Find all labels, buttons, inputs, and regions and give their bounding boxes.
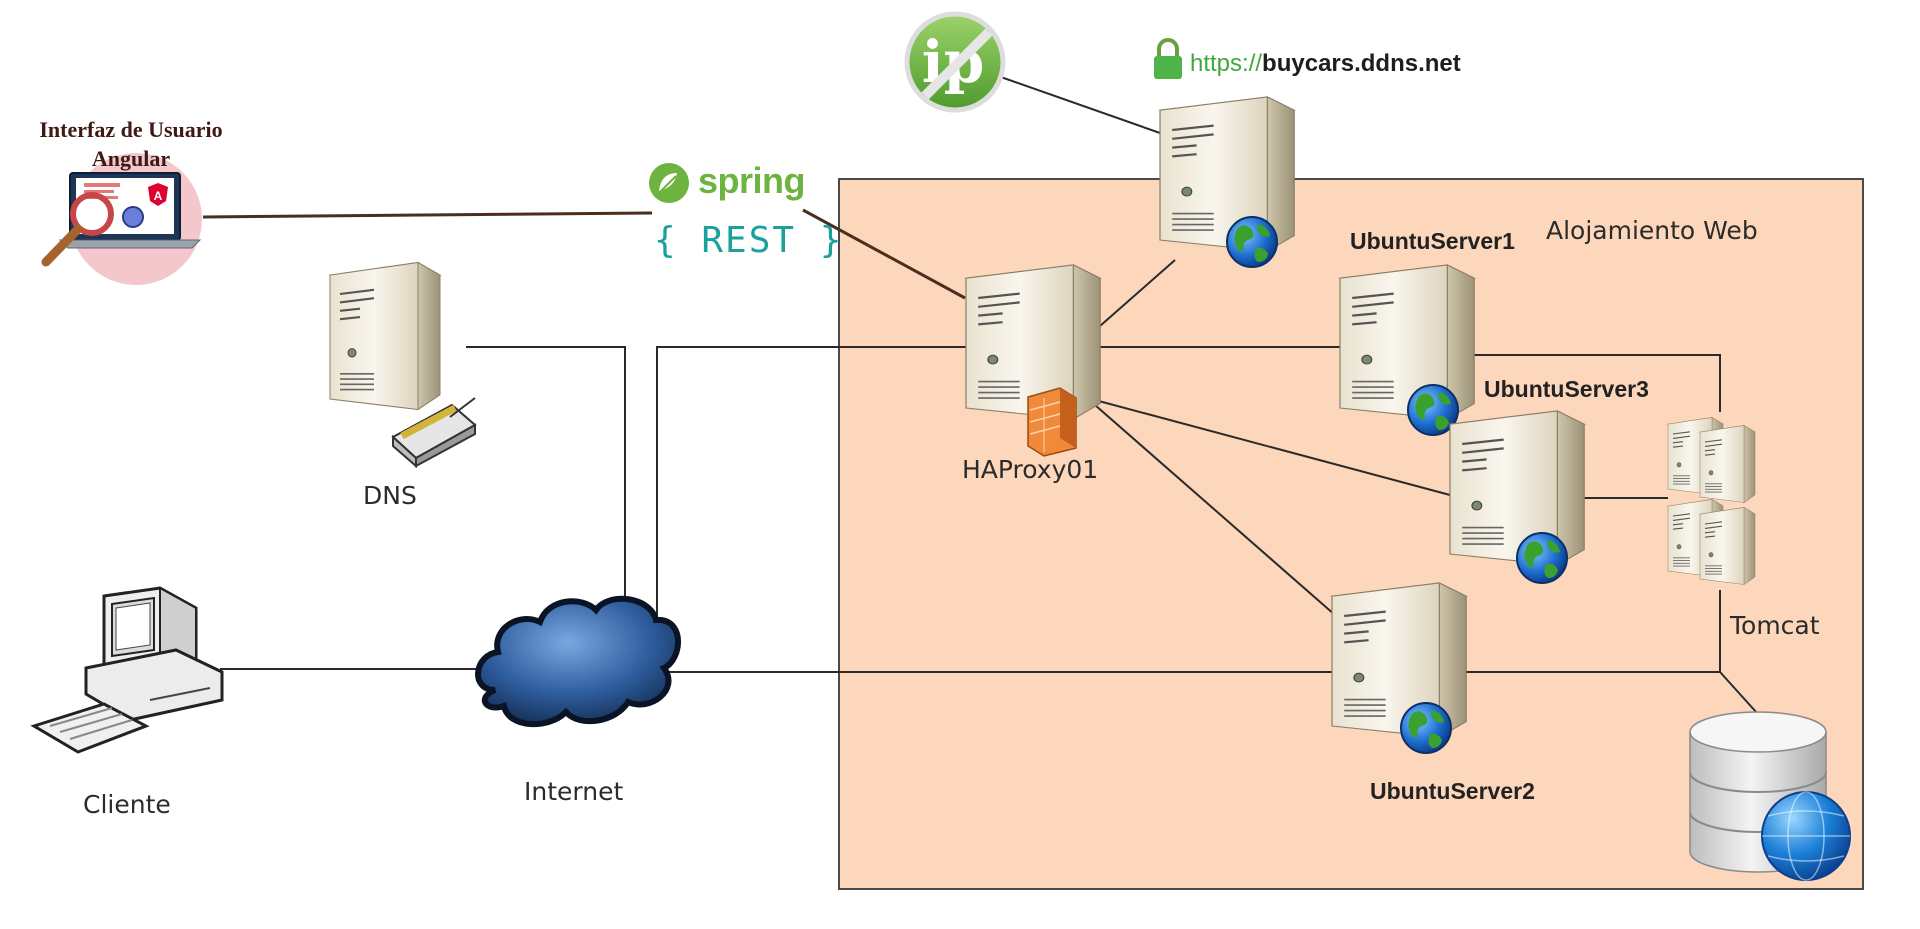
dns-label: DNS (363, 481, 417, 510)
globe-icon (1761, 791, 1851, 881)
web-server (1158, 95, 1296, 268)
switch-icon (391, 397, 477, 469)
url-scheme: https:// (1190, 50, 1263, 77)
lock-icon (1154, 38, 1182, 79)
link-tomcat-db (1719, 671, 1758, 714)
link-haproxy-server2 (1094, 404, 1336, 616)
ubuntu-server-2 (1330, 581, 1468, 754)
angular-badge: A (154, 189, 163, 203)
ip-logo-icon: ip (904, 11, 1006, 113)
haproxy-label: HAProxy01 (962, 455, 1099, 484)
rest-label: { REST } (654, 220, 844, 261)
tomcat-label: Tomcat (1730, 611, 1820, 640)
angular-ui-title: Interfaz de Usuario Angular (39, 117, 223, 171)
server-icon (1699, 424, 1756, 504)
server-icon (1448, 409, 1586, 567)
desktop-computer-icon (30, 586, 224, 754)
magnifier-icon (41, 192, 114, 267)
url-host: buycars.ddns.net (1262, 50, 1461, 77)
server2-label: UbuntuServer2 (1370, 778, 1535, 804)
link-server1-tomcat (1472, 354, 1721, 412)
globe-icon (1400, 702, 1452, 754)
spring-leaf-icon (649, 163, 689, 203)
url-label: https://buycars.ddns.net (1190, 50, 1461, 78)
angular-ui-laptop: A (41, 153, 202, 285)
internet-label: Internet (524, 777, 624, 806)
link-dns-internet (466, 346, 626, 602)
spring-label: spring (698, 160, 806, 201)
laptop-icon: A (58, 172, 202, 249)
server-icon (1158, 95, 1296, 253)
link-internet-haproxy (656, 346, 966, 618)
globe-icon (1516, 532, 1568, 584)
ubuntu-server-1 (1338, 263, 1476, 436)
server-icon (1699, 506, 1756, 586)
dns-server (328, 261, 477, 469)
client-label: Cliente (83, 790, 171, 819)
haproxy-server (964, 263, 1102, 457)
database-icon (1689, 711, 1851, 881)
link-haproxy-web (1099, 259, 1176, 327)
server3-label: UbuntuServer3 (1484, 376, 1649, 402)
server-icon (328, 261, 442, 411)
cloud-icon (475, 595, 681, 727)
connections (202, 75, 1758, 714)
firewall-icon (1027, 387, 1077, 457)
hosting-label: Alojamiento Web (1546, 216, 1758, 245)
globe-icon (1226, 216, 1278, 268)
link-ui-spring (202, 211, 653, 219)
server1-label: UbuntuServer1 (1350, 228, 1515, 254)
link-haproxy-server3 (1094, 399, 1451, 496)
link-ip-web (997, 75, 1161, 134)
link-spring-haproxy (802, 208, 966, 300)
